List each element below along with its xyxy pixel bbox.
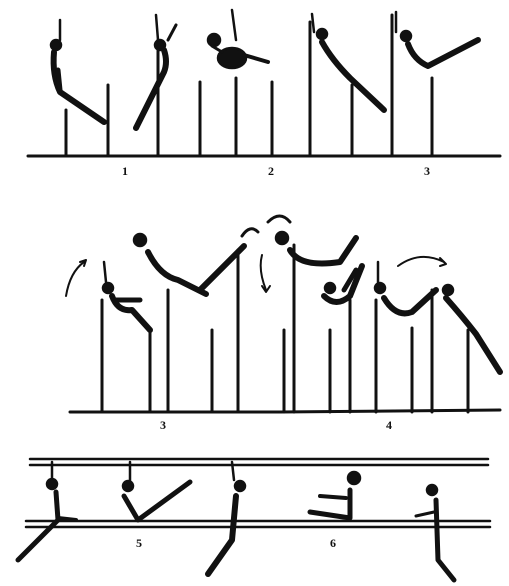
top-row-frames [26, 8, 502, 158]
gymnast-figure [266, 214, 359, 267]
gymnast-figure [414, 483, 457, 583]
gymnast-figure [373, 260, 439, 317]
frame-label: 3 [160, 418, 166, 432]
frame-label: 1 [122, 164, 128, 178]
gymnast-figure [132, 227, 260, 297]
gymnast-figure [133, 13, 178, 131]
gymnast-figure [394, 10, 481, 69]
bottom-row-frames [15, 457, 492, 583]
gymnast-figure [206, 8, 270, 70]
gymnast-figure [321, 263, 365, 305]
frame-label: 6 [330, 536, 336, 550]
gymnast-figure [441, 283, 503, 375]
frame-label: 5 [136, 536, 142, 550]
gymnast-figure [15, 460, 78, 563]
gymnast-figure [101, 260, 153, 333]
gymnast-figure [121, 460, 193, 523]
frame-label: 4 [386, 418, 392, 432]
gymnast-figure [307, 470, 362, 521]
gymnast-figure [310, 12, 387, 113]
frame-label: 2 [268, 164, 274, 178]
frame-label: 3 [424, 164, 430, 178]
gymnast-figure [205, 460, 247, 577]
middle-row-frames [65, 214, 503, 414]
gymnast-figure [49, 18, 107, 125]
